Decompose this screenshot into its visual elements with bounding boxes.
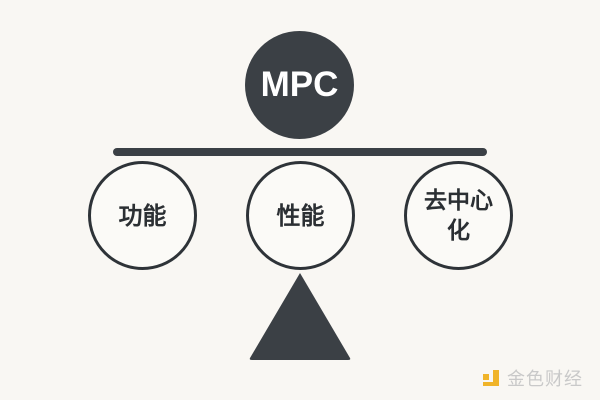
decentralization-label: 去中心化 xyxy=(424,187,493,244)
functionality-node: 功能 xyxy=(88,161,197,270)
performance-label: 性能 xyxy=(276,201,325,230)
mpc-label: MPC xyxy=(260,65,339,104)
watermark: 金色财经 xyxy=(481,367,583,390)
decentralization-node: 去中心化 xyxy=(404,161,513,270)
watermark-text: 金色财经 xyxy=(507,369,583,390)
fulcrum-triangle-icon xyxy=(249,273,351,360)
jinse-logo-icon xyxy=(483,370,499,386)
mpc-node: MPC xyxy=(245,31,354,139)
performance-node: 性能 xyxy=(246,161,355,270)
balance-beam xyxy=(113,148,487,156)
functionality-label: 功能 xyxy=(118,201,167,230)
